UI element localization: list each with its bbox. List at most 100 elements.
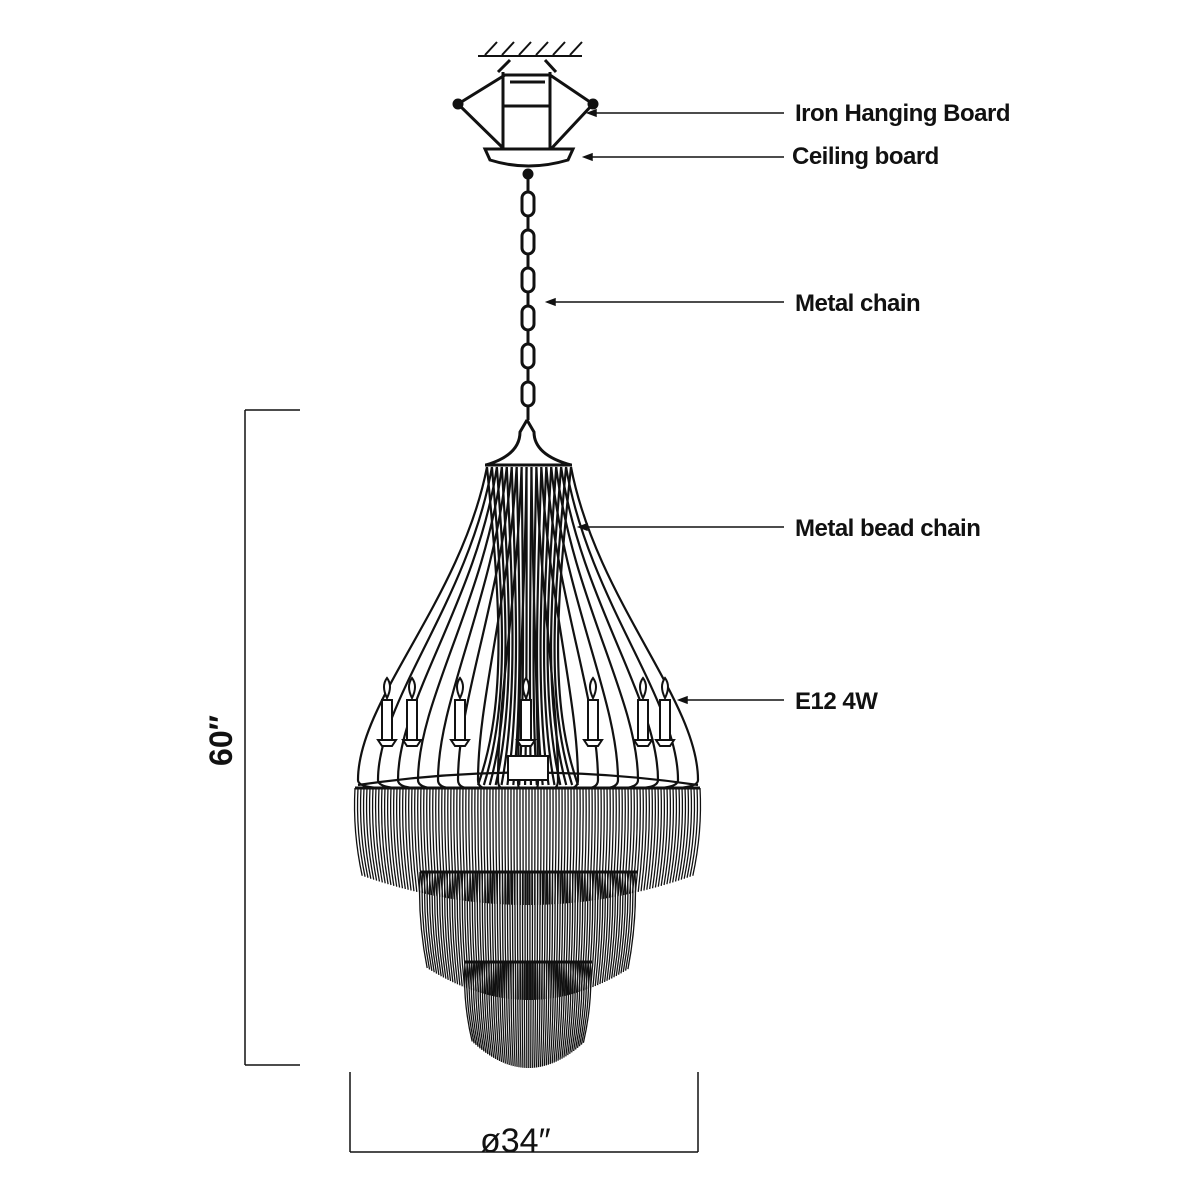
bead-drop [548, 787, 551, 905]
bead-drop [574, 961, 583, 1050]
bead-drop [660, 787, 669, 886]
tier-3 [463, 960, 592, 1069]
bead-drop [666, 787, 675, 885]
bead-drop [514, 961, 518, 1067]
bead-drop [657, 787, 666, 887]
bead-strand [532, 466, 538, 786]
bead-drop [507, 787, 510, 905]
bead-drop [532, 961, 534, 1068]
chain-link [520, 266, 536, 294]
candle-cup [632, 739, 654, 747]
bead-drop [631, 787, 638, 894]
bead-drop [411, 787, 418, 892]
bead-drop [408, 787, 415, 892]
bead-drop [539, 961, 543, 1067]
bead-drop [640, 787, 647, 892]
bead-drop [477, 961, 485, 1052]
bead-drop [608, 871, 617, 980]
bead-strand [512, 466, 521, 786]
label-bulb: E12 4W [795, 688, 878, 715]
bead-drop [447, 787, 452, 899]
bead-drop [365, 787, 375, 880]
bead-drop [431, 871, 440, 976]
bead-strand [482, 466, 504, 786]
bead-drop [649, 787, 657, 890]
candles [376, 676, 676, 781]
bead-drop [613, 871, 622, 978]
bead-strand [546, 466, 562, 786]
bulb-flame [589, 676, 597, 701]
ceiling-hatch [478, 41, 583, 57]
bead-drop [353, 787, 363, 876]
bead-drop [454, 871, 461, 986]
bead-drop [559, 871, 564, 997]
bead-drop [543, 961, 548, 1066]
hatch-mark [569, 41, 583, 56]
bead-drop [561, 871, 566, 997]
chain-link [520, 380, 536, 408]
bead-drop [474, 787, 478, 903]
bead-drop [417, 787, 424, 894]
bead-drop [377, 787, 386, 884]
bead-drop [489, 871, 494, 997]
bead-strand [528, 466, 533, 786]
bead-drop [549, 961, 554, 1065]
bead-drop [686, 787, 696, 878]
label-metal-bead-chain: Metal bead chain [795, 515, 981, 542]
bead-drop [566, 871, 571, 996]
bead-strand [523, 466, 528, 786]
bead-drop [565, 787, 569, 904]
bead-drop [622, 871, 632, 973]
bead-drop [494, 871, 498, 997]
bead-drop [663, 787, 672, 886]
bead-drop [551, 961, 557, 1064]
bead-drop [468, 961, 477, 1046]
bead-drop [468, 787, 473, 902]
bead-drop [587, 871, 594, 989]
bead-drop [463, 961, 473, 1042]
bead-drop [510, 961, 514, 1067]
bead-drop [553, 961, 559, 1063]
candle [515, 676, 537, 747]
bead-drop [547, 961, 552, 1065]
bead-drop [533, 961, 537, 1068]
candle [401, 676, 423, 747]
bead-drop [466, 961, 475, 1044]
bead-tiers [353, 786, 702, 1069]
bead-drop [374, 787, 383, 883]
bead-drop [517, 961, 520, 1068]
bead-strand [549, 466, 568, 786]
bead-drop [428, 871, 438, 974]
hatch-mark [518, 41, 532, 56]
bead-drop [689, 787, 699, 877]
bead-drop [471, 787, 475, 903]
bead-drop [565, 961, 572, 1057]
crown [485, 419, 572, 467]
bead-drop [614, 787, 620, 897]
bead-drop [508, 961, 512, 1066]
bulb-flame [456, 676, 464, 701]
bead-drop [491, 871, 496, 997]
bulb-flame [383, 676, 391, 701]
bead-drop [486, 961, 493, 1057]
bead-drop [481, 961, 489, 1055]
bead-drop [572, 961, 581, 1052]
bead-drop [620, 787, 626, 896]
hatch-mark [552, 41, 566, 56]
bead-drop [672, 787, 681, 883]
height-dimension: 60″ [202, 715, 239, 766]
candle [654, 676, 676, 747]
bead-drop [389, 787, 398, 887]
bulb-flame [639, 676, 647, 701]
chain-link [520, 190, 536, 218]
bead-drop [589, 871, 596, 989]
bead-drop [421, 871, 431, 970]
bead-drop [418, 871, 428, 969]
bead-drop [521, 961, 524, 1068]
candle-cup [401, 739, 423, 747]
bead-drop [492, 961, 499, 1061]
bead-drop [634, 787, 641, 893]
bead-drop [368, 787, 378, 881]
